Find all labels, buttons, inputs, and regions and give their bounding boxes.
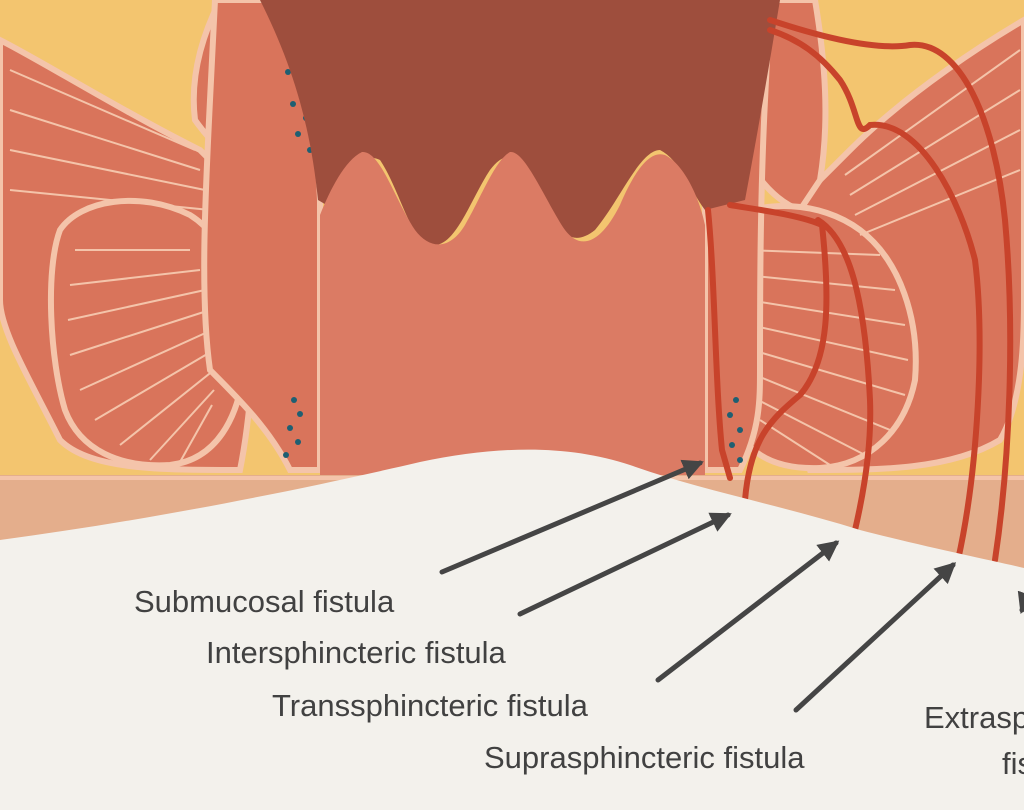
- pointer-arrows: [439, 459, 1024, 713]
- label-suprasphincteric-fistula: Suprasphincteric fistula: [484, 740, 805, 775]
- tract-suprasphincteric: [767, 27, 983, 563]
- arrow-suprasphincteric: [793, 562, 957, 713]
- arrow-intersphincteric: [517, 512, 732, 617]
- tract-transsphincteric: [815, 217, 874, 533]
- label-extrasphincteric-line1: Extrasphincteric: [924, 700, 1024, 735]
- label-intersphincteric-fistula: Intersphincteric fistula: [206, 635, 507, 670]
- label-submucosal-fistula: Submucosal fistula: [134, 584, 395, 619]
- rectal-lumen: [260, 0, 780, 246]
- arrow-submucosal: [439, 459, 704, 575]
- anal-canal-mucosa: [320, 151, 705, 501]
- label-extrasphincteric-line2: fistula: [1002, 746, 1024, 781]
- label-transsphincteric-fistula: Transsphincteric fistula: [272, 688, 589, 723]
- tract-extrasphincteric: [767, 17, 1014, 563]
- arrow-transsphincteric: [655, 540, 840, 683]
- tract-intersphincteric: [727, 202, 830, 503]
- tract-submucosal: [705, 207, 733, 481]
- fistula-tracts: [705, 17, 1014, 563]
- paper-surface: [0, 449, 1024, 810]
- left-external-sphincter: [0, 0, 310, 474]
